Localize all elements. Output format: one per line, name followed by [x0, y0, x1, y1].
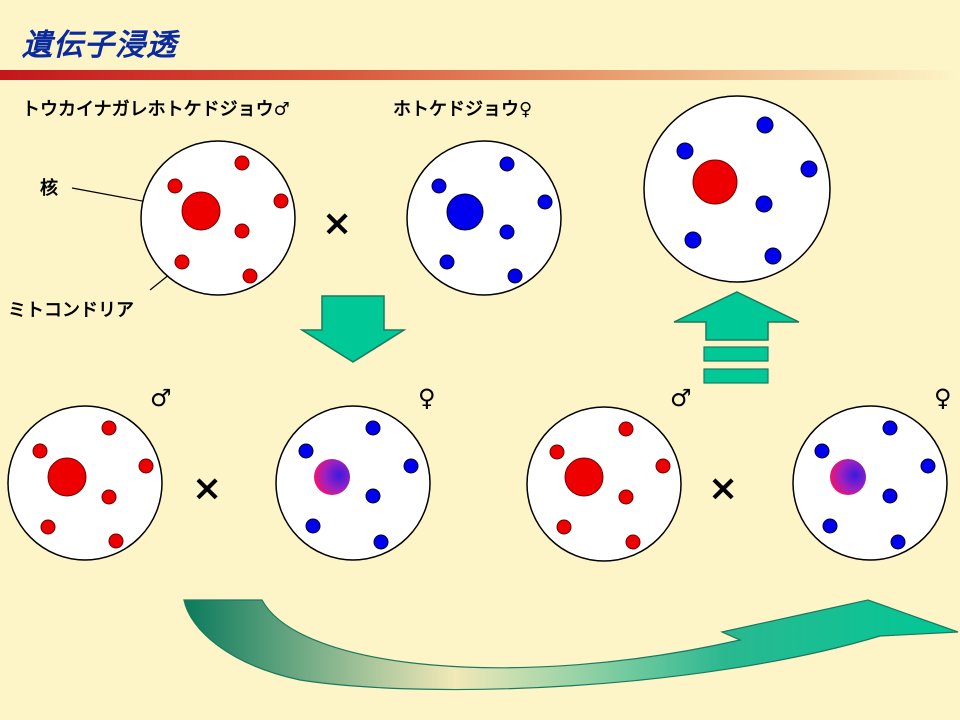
mitochondrion-red: [625, 534, 641, 550]
nucleus-hybrid: [830, 459, 866, 495]
mitochondrion-blue: [920, 458, 936, 474]
mitochondrion-blue: [431, 178, 447, 194]
female-symbol-left: ♀: [418, 384, 436, 412]
down-arrow: [299, 295, 407, 363]
mitochondrion-red: [101, 420, 117, 436]
mitochondrion-red: [167, 178, 183, 194]
cross-symbol-top: ×: [322, 203, 353, 244]
mitochondrion-blue: [403, 458, 419, 474]
mitochondrion-blue: [822, 518, 838, 534]
slide-title: 遺伝子浸透: [22, 28, 177, 63]
mitochondrion-red: [174, 254, 190, 270]
mitochondrion-blue: [439, 254, 455, 270]
mitochondrion-red: [242, 268, 258, 284]
mitochondrion-blue: [800, 160, 818, 178]
nucleus-red: [47, 457, 87, 497]
cell-introgression-result: [643, 95, 831, 283]
mitochondrion-red: [101, 489, 117, 505]
male-symbol-left: ♂: [150, 384, 172, 412]
cell-male-species: [140, 140, 296, 296]
mitochondrion-blue: [814, 443, 830, 459]
nucleus-red: [564, 457, 604, 497]
nucleus-blue: [446, 193, 484, 231]
equals-bar-top: [703, 346, 769, 362]
mitochondrion-blue: [882, 420, 898, 436]
mitochondrion-blue: [365, 488, 381, 504]
nucleus-red: [692, 159, 738, 205]
mitochondrion-red: [40, 519, 56, 535]
label-mitochondria: ミトコンドリア: [8, 300, 134, 321]
mitochondrion-blue: [676, 142, 694, 160]
mitochondrion-blue: [298, 443, 314, 459]
mitochondrion-blue: [305, 518, 321, 534]
male-symbol-right: ♂: [670, 384, 692, 412]
mitochondrion-blue: [882, 488, 898, 504]
mitochondrion-red: [618, 489, 634, 505]
mitochondrion-blue: [499, 156, 515, 172]
nucleus-red: [181, 191, 221, 231]
nucleus-hybrid: [314, 459, 350, 495]
curved-backcross-arrow: [183, 599, 959, 691]
label-male-species: トウカイナガレホトケドジョウ♂: [22, 99, 290, 120]
mitochondrion-blue: [507, 268, 523, 284]
mitochondrion-blue: [537, 194, 553, 210]
mitochondrion-blue: [764, 247, 782, 265]
mitochondrion-blue: [373, 534, 389, 550]
mitochondrion-blue: [365, 420, 381, 436]
title-underline-bar: [0, 70, 960, 80]
mitochondrion-red: [234, 155, 250, 171]
label-female-species: ホトケドジョウ♀: [393, 99, 533, 120]
mitochondrion-red: [549, 444, 565, 460]
cell-female-species: [406, 140, 562, 296]
cell-female-hybrid-right: [792, 405, 948, 561]
mitochondrion-blue: [756, 116, 774, 134]
mitochondrion-red: [273, 193, 289, 209]
cell-male-left: [7, 405, 163, 561]
mitochondrion-red: [108, 533, 124, 549]
female-symbol-right: ♀: [934, 384, 952, 412]
cross-symbol-left: ×: [192, 468, 223, 509]
mitochondrion-blue: [755, 195, 773, 213]
mitochondrion-blue: [684, 231, 702, 249]
mitochondrion-red: [32, 443, 48, 459]
cross-symbol-right: ×: [708, 468, 739, 509]
mitochondrion-red: [138, 458, 154, 474]
cell-female-hybrid-left: [275, 405, 431, 561]
mitochondrion-red: [234, 223, 250, 239]
mitochondrion-blue: [499, 224, 515, 240]
equals-bar-bottom: [703, 368, 769, 384]
up-arrow: [673, 291, 800, 341]
mitochondrion-red: [618, 421, 634, 437]
mitochondrion-blue: [890, 534, 906, 550]
label-nucleus: 核: [40, 178, 58, 199]
cell-male-right: [526, 406, 682, 562]
mitochondrion-red: [556, 519, 572, 535]
mitochondrion-red: [655, 458, 671, 474]
